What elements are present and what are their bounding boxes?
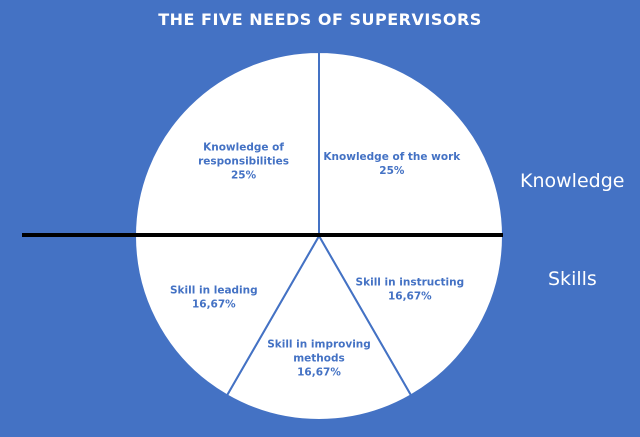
pie-slice — [318, 50, 505, 238]
annotation-knowledge: Knowledge — [520, 170, 625, 192]
annotation-skills: Skills — [548, 268, 597, 290]
pie-slice — [317, 234, 505, 397]
pie-slice — [133, 50, 320, 238]
pie-slice — [133, 234, 321, 397]
chart-title: THE FIVE NEEDS OF SUPERVISORS — [158, 10, 482, 29]
pie-slice — [225, 234, 413, 421]
